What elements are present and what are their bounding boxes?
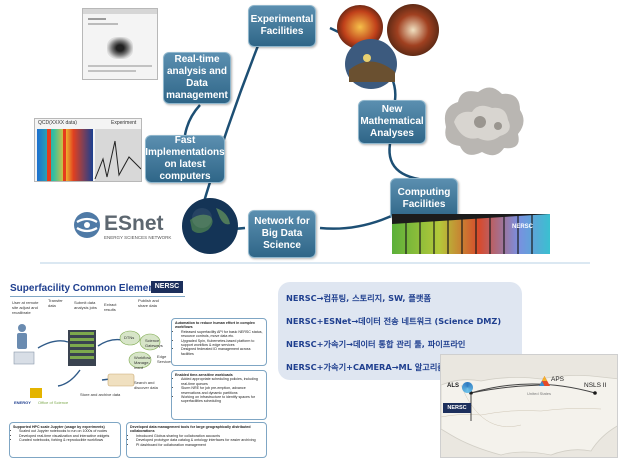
korean-line: NERSC+가속기+CAMERA→ML 알고리즘, XI-CAM (286, 362, 485, 372)
label-user-remote: User at remote site adjust and recalibra… (12, 300, 39, 315)
aps-logo-icon (539, 374, 550, 386)
spectrum-heatmap-image (37, 129, 141, 181)
label-energy: ENERGY (14, 400, 31, 405)
rack-panels (392, 214, 550, 254)
label-workflow-management: Workflow Manage-ment (134, 355, 151, 370)
automation-item: Released superfacility API for basic NER… (181, 330, 263, 339)
spectrum-right-label: Experiment (111, 120, 137, 126)
title-underline (10, 296, 185, 297)
superfacility-title: Superfacility Common Elements (10, 283, 164, 294)
map-label-aps: APS (551, 376, 565, 383)
label-submit-jobs: Submit data analysis jobs (74, 300, 97, 310)
automation-box: Automation to reduce human effort in com… (171, 318, 267, 366)
esnet-logo-icon (74, 212, 100, 238)
label-extract-results: Extract results (104, 302, 117, 312)
jupyter-title: Supported HPC scale Jupyter (usage by ex… (13, 425, 105, 429)
globe-image (182, 198, 238, 254)
datamgmt-item: Developed prototype data catalog & ontol… (136, 438, 263, 442)
timesensitive-item: Working on infrastructure to identify sp… (181, 395, 263, 404)
label-dtns: DTNs (124, 335, 135, 340)
map-nersc-badge: NERSC (443, 403, 471, 413)
spectrum-left-label: QCD(XXXX data) (38, 120, 77, 126)
node-new-math-analyses: New Mathematical Analyses (358, 100, 426, 144)
workflow-graphic (13, 324, 161, 398)
esnet-tagline: ENERGY SCIENCES NETWORK (104, 235, 172, 240)
us-map-panel: APS NSLS II ALS NERSC United States (440, 354, 618, 458)
jupyter-item: Scaled out Jupyter notebooks to run on 1… (19, 429, 117, 433)
map-label-nsls: NSLS II (584, 382, 607, 389)
korean-line: NERSC+ESNet→데이터 전송 네트워크 (Science DMZ) (286, 316, 502, 326)
automation-item: Designed federated ID management across … (181, 347, 263, 356)
jupyter-item: Curated notebooks, forking & reproducibl… (19, 438, 117, 442)
label-store-archive: Store and archive data (80, 392, 121, 397)
timesensitive-title: Enabled time-sensitive workloads (175, 373, 233, 377)
datamgmt-box: Developed data management tools for larg… (126, 422, 267, 458)
timesensitive-item: Added appropriate scheduling policies, i… (181, 377, 263, 386)
node-realtime-analysis: Real-time analysis and Data management (163, 52, 231, 104)
label-transfer-data: Transfer data (48, 298, 63, 308)
node-fast-implementations: Fast Implementations on latest computers (145, 135, 225, 183)
label-office-science: Office of Science (38, 400, 69, 405)
node-experimental-facilities: Experimental Facilities (248, 5, 316, 47)
node-computing-facilities: Computing Facilities (390, 178, 458, 220)
label-search-discover: Search and discover data (134, 380, 158, 390)
density-cloud-image (444, 87, 524, 156)
automation-item: Upgraded Spin, Kubernetes-based platform… (181, 339, 263, 348)
facility-photos-image (337, 4, 439, 89)
datamgmt-item: PI dashboard for collaboration managemen… (136, 443, 263, 447)
korean-line: NERSC→컴퓨팅, 스토리지, SW, 플랫폼 (286, 293, 431, 303)
label-edge-services: Edge Services (157, 354, 173, 364)
racks-nersc-label: NERSC (512, 224, 534, 230)
datamgmt-title: Developed data management tools for larg… (130, 425, 251, 434)
superfacility-panel: Superfacility Common Elements NERSC User… (4, 274, 270, 460)
datamgmt-item: Introduced Globus sharing for collaborat… (136, 434, 263, 438)
timesensitive-item: Slurm NRE for job pre-emption, advance r… (181, 386, 263, 395)
map-label-als: ALS (447, 383, 459, 389)
automation-title: Automation to reduce human effort in com… (175, 321, 255, 330)
map-country-label: United States (527, 391, 552, 396)
supercomputer-racks-image: NERSC (392, 214, 550, 254)
us-map-image (441, 375, 617, 456)
node-network-big-data: Network for Big Data Science (248, 210, 316, 258)
als-logo-icon (462, 382, 473, 393)
label-science-gateways: Science Gateways (145, 338, 163, 348)
qcd-spectrum-plot: QCD(XXXX data) Experiment (34, 118, 142, 182)
timesensitive-box: Enabled time-sensitive workloads Added a… (171, 370, 267, 420)
label-publish-share: Publish and share data (138, 298, 159, 308)
esnet-name: ESnet (104, 212, 164, 235)
jupyter-item: Developed real-time visualization and in… (19, 434, 117, 438)
korean-line: NERSC+가속기→데이터 통합 관리 툴, 파이프라인 (286, 339, 466, 349)
analysis-software-screenshot (82, 8, 158, 80)
nersc-logo-badge: NERSC (151, 281, 183, 293)
jupyter-box: Supported HPC scale Jupyter (usage by ex… (9, 422, 121, 458)
